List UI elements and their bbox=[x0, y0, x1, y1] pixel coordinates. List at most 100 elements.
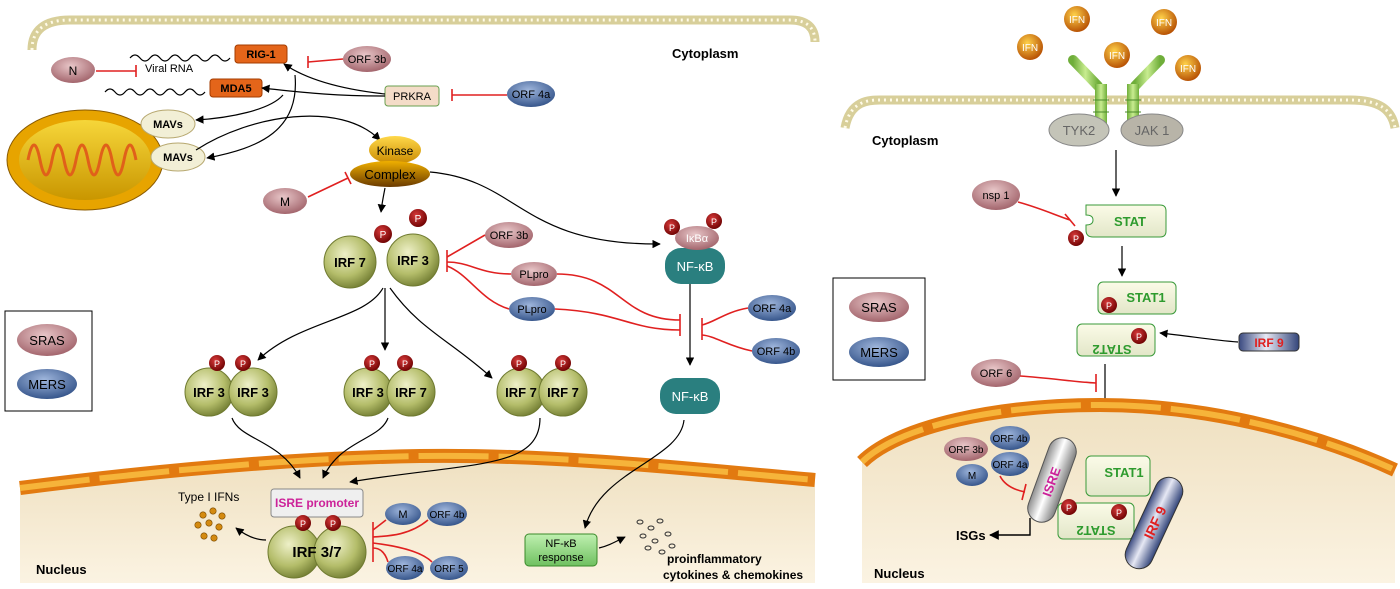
phospho-stat2-nuc bbox=[1111, 504, 1127, 520]
m-protein-top bbox=[263, 188, 307, 214]
plasma-membrane-right bbox=[840, 95, 1400, 130]
orf3b-top bbox=[343, 46, 391, 72]
viral-rna-strand-bottom bbox=[104, 88, 206, 96]
cytoplasm-label-left: Cytoplasm bbox=[672, 46, 738, 61]
svg-text:P: P bbox=[402, 359, 408, 369]
proinflam-label-1: proinflammatory bbox=[667, 552, 762, 566]
stat-box bbox=[1085, 204, 1167, 238]
orf6 bbox=[971, 359, 1021, 387]
svg-text:P: P bbox=[214, 359, 220, 369]
mavs-1 bbox=[140, 109, 196, 139]
nfkb-response-box bbox=[524, 533, 598, 567]
legend-sras-label-left: SRAS bbox=[29, 333, 65, 348]
stat1-nuc-label: STAT1 bbox=[1104, 465, 1143, 480]
plasma-membrane-left bbox=[27, 15, 820, 51]
nfkb-top-label: NF-κB bbox=[677, 259, 714, 274]
m-label: M bbox=[280, 195, 290, 209]
stat2-nuc-label: STAT2 bbox=[1076, 523, 1115, 538]
orf4a-right-label: ORF 4a bbox=[992, 460, 1027, 471]
orf4a-top-label: ORF 4a bbox=[512, 89, 551, 101]
complex-label: Complex bbox=[364, 167, 416, 182]
svg-text:IFN: IFN bbox=[1180, 64, 1196, 75]
svg-text:P: P bbox=[330, 519, 336, 529]
legend-mers-swatch-left bbox=[17, 369, 77, 399]
irf37-label: IRF 3/7 bbox=[292, 544, 341, 561]
orf4b-right bbox=[990, 426, 1030, 450]
orf4b-mid bbox=[752, 338, 800, 364]
tyk2 bbox=[1048, 113, 1110, 147]
orf4a-mid-label: ORF 4a bbox=[753, 303, 792, 315]
svg-text:IFN: IFN bbox=[1022, 43, 1038, 54]
nucleus-label-left: Nucleus bbox=[36, 562, 87, 577]
cytoplasm-label-right: Cytoplasm bbox=[872, 133, 938, 148]
orf4b-nuc bbox=[427, 502, 467, 526]
ikba bbox=[675, 226, 719, 250]
svg-text:IRF 3: IRF 3 bbox=[352, 385, 384, 400]
phospho-ikba-2 bbox=[706, 213, 722, 229]
nfkb-response-label-1: NF-κB bbox=[545, 538, 576, 550]
dimer-irf3-irf3: IRF 3 IRF 3 P P bbox=[184, 355, 278, 417]
svg-text:P: P bbox=[1136, 332, 1142, 342]
phospho-irf7 bbox=[374, 225, 392, 243]
svg-text:IFN: IFN bbox=[1156, 18, 1172, 29]
svg-text:IRF 7: IRF 7 bbox=[547, 385, 579, 400]
svg-text:P: P bbox=[1073, 234, 1079, 244]
orf3b-right-label: ORF 3b bbox=[948, 445, 983, 456]
mavs-2 bbox=[150, 142, 206, 172]
svg-text:P: P bbox=[516, 359, 522, 369]
irf9-box bbox=[1238, 332, 1300, 352]
legend-sras-swatch-left bbox=[17, 324, 77, 356]
isre-promoter-label: ISRE promoter bbox=[275, 496, 359, 510]
svg-text:P: P bbox=[1106, 301, 1112, 311]
m-nuc bbox=[385, 503, 421, 525]
isgs-label: ISGs bbox=[956, 528, 986, 543]
irf9-label: IRF 9 bbox=[1254, 336, 1284, 350]
n-label: N bbox=[69, 64, 78, 78]
ifn-molecules: IFN IFN IFN IFN IFN bbox=[1017, 6, 1201, 81]
orf4b-nuc-label: ORF 4b bbox=[429, 510, 464, 521]
svg-text:P: P bbox=[240, 359, 246, 369]
legend-mers-label-left: MERS bbox=[28, 377, 66, 392]
svg-text:P: P bbox=[711, 217, 717, 227]
legend-mers-label-right: MERS bbox=[860, 345, 898, 360]
dimer-irf3-irf7: IRF 3 IRF 7 P P bbox=[343, 355, 436, 417]
plpro-sars-label: PLpro bbox=[519, 269, 548, 281]
mitochondrion bbox=[6, 109, 164, 211]
svg-text:P: P bbox=[1116, 508, 1122, 518]
jak1-label: JAK 1 bbox=[1135, 123, 1170, 138]
svg-text:P: P bbox=[415, 214, 422, 225]
stat1-nuc-box bbox=[1085, 455, 1151, 497]
orf3b-right bbox=[944, 437, 988, 461]
svg-text:P: P bbox=[669, 223, 675, 233]
prkra-label: PRKRA bbox=[393, 91, 432, 103]
orf4a-right bbox=[991, 452, 1029, 476]
nfkb-mid bbox=[660, 378, 720, 414]
ikba-label: IκBα bbox=[686, 233, 709, 245]
irf7-label: IRF 7 bbox=[334, 255, 366, 270]
irf9-cylinder bbox=[1124, 476, 1184, 570]
svg-text:P: P bbox=[369, 359, 375, 369]
mda5-label: MDA5 bbox=[220, 83, 251, 95]
plpro-sars bbox=[511, 262, 557, 286]
viral-rna-label: Viral RNA bbox=[145, 63, 194, 75]
orf4b-mid-label: ORF 4b bbox=[757, 346, 796, 358]
svg-text:IRF 3: IRF 3 bbox=[193, 385, 225, 400]
plpro-mers bbox=[509, 297, 555, 321]
svg-text:IFN: IFN bbox=[1109, 51, 1125, 62]
nucleus-label-right: Nucleus bbox=[874, 566, 925, 581]
orf6-label: ORF 6 bbox=[980, 368, 1012, 380]
plpro-mers-label: PLpro bbox=[517, 304, 546, 316]
rig1-box bbox=[234, 44, 288, 64]
kinase-label: Kinase bbox=[377, 144, 414, 158]
orf4a-mid bbox=[748, 295, 796, 321]
nsp1-label: nsp 1 bbox=[983, 190, 1010, 202]
nfkb-mid-label: NF-κB bbox=[672, 389, 709, 404]
svg-text:IRF 3: IRF 3 bbox=[237, 385, 269, 400]
phospho-irf3 bbox=[409, 209, 427, 227]
ifn-dots bbox=[194, 507, 226, 542]
nsp1 bbox=[972, 180, 1020, 210]
tyk2-label: TYK2 bbox=[1063, 123, 1096, 138]
orf3b-mid-label: ORF 3b bbox=[490, 230, 529, 242]
nfkb-response-label-2: response bbox=[538, 552, 583, 564]
orf4b-right-label: ORF 4b bbox=[992, 434, 1027, 445]
